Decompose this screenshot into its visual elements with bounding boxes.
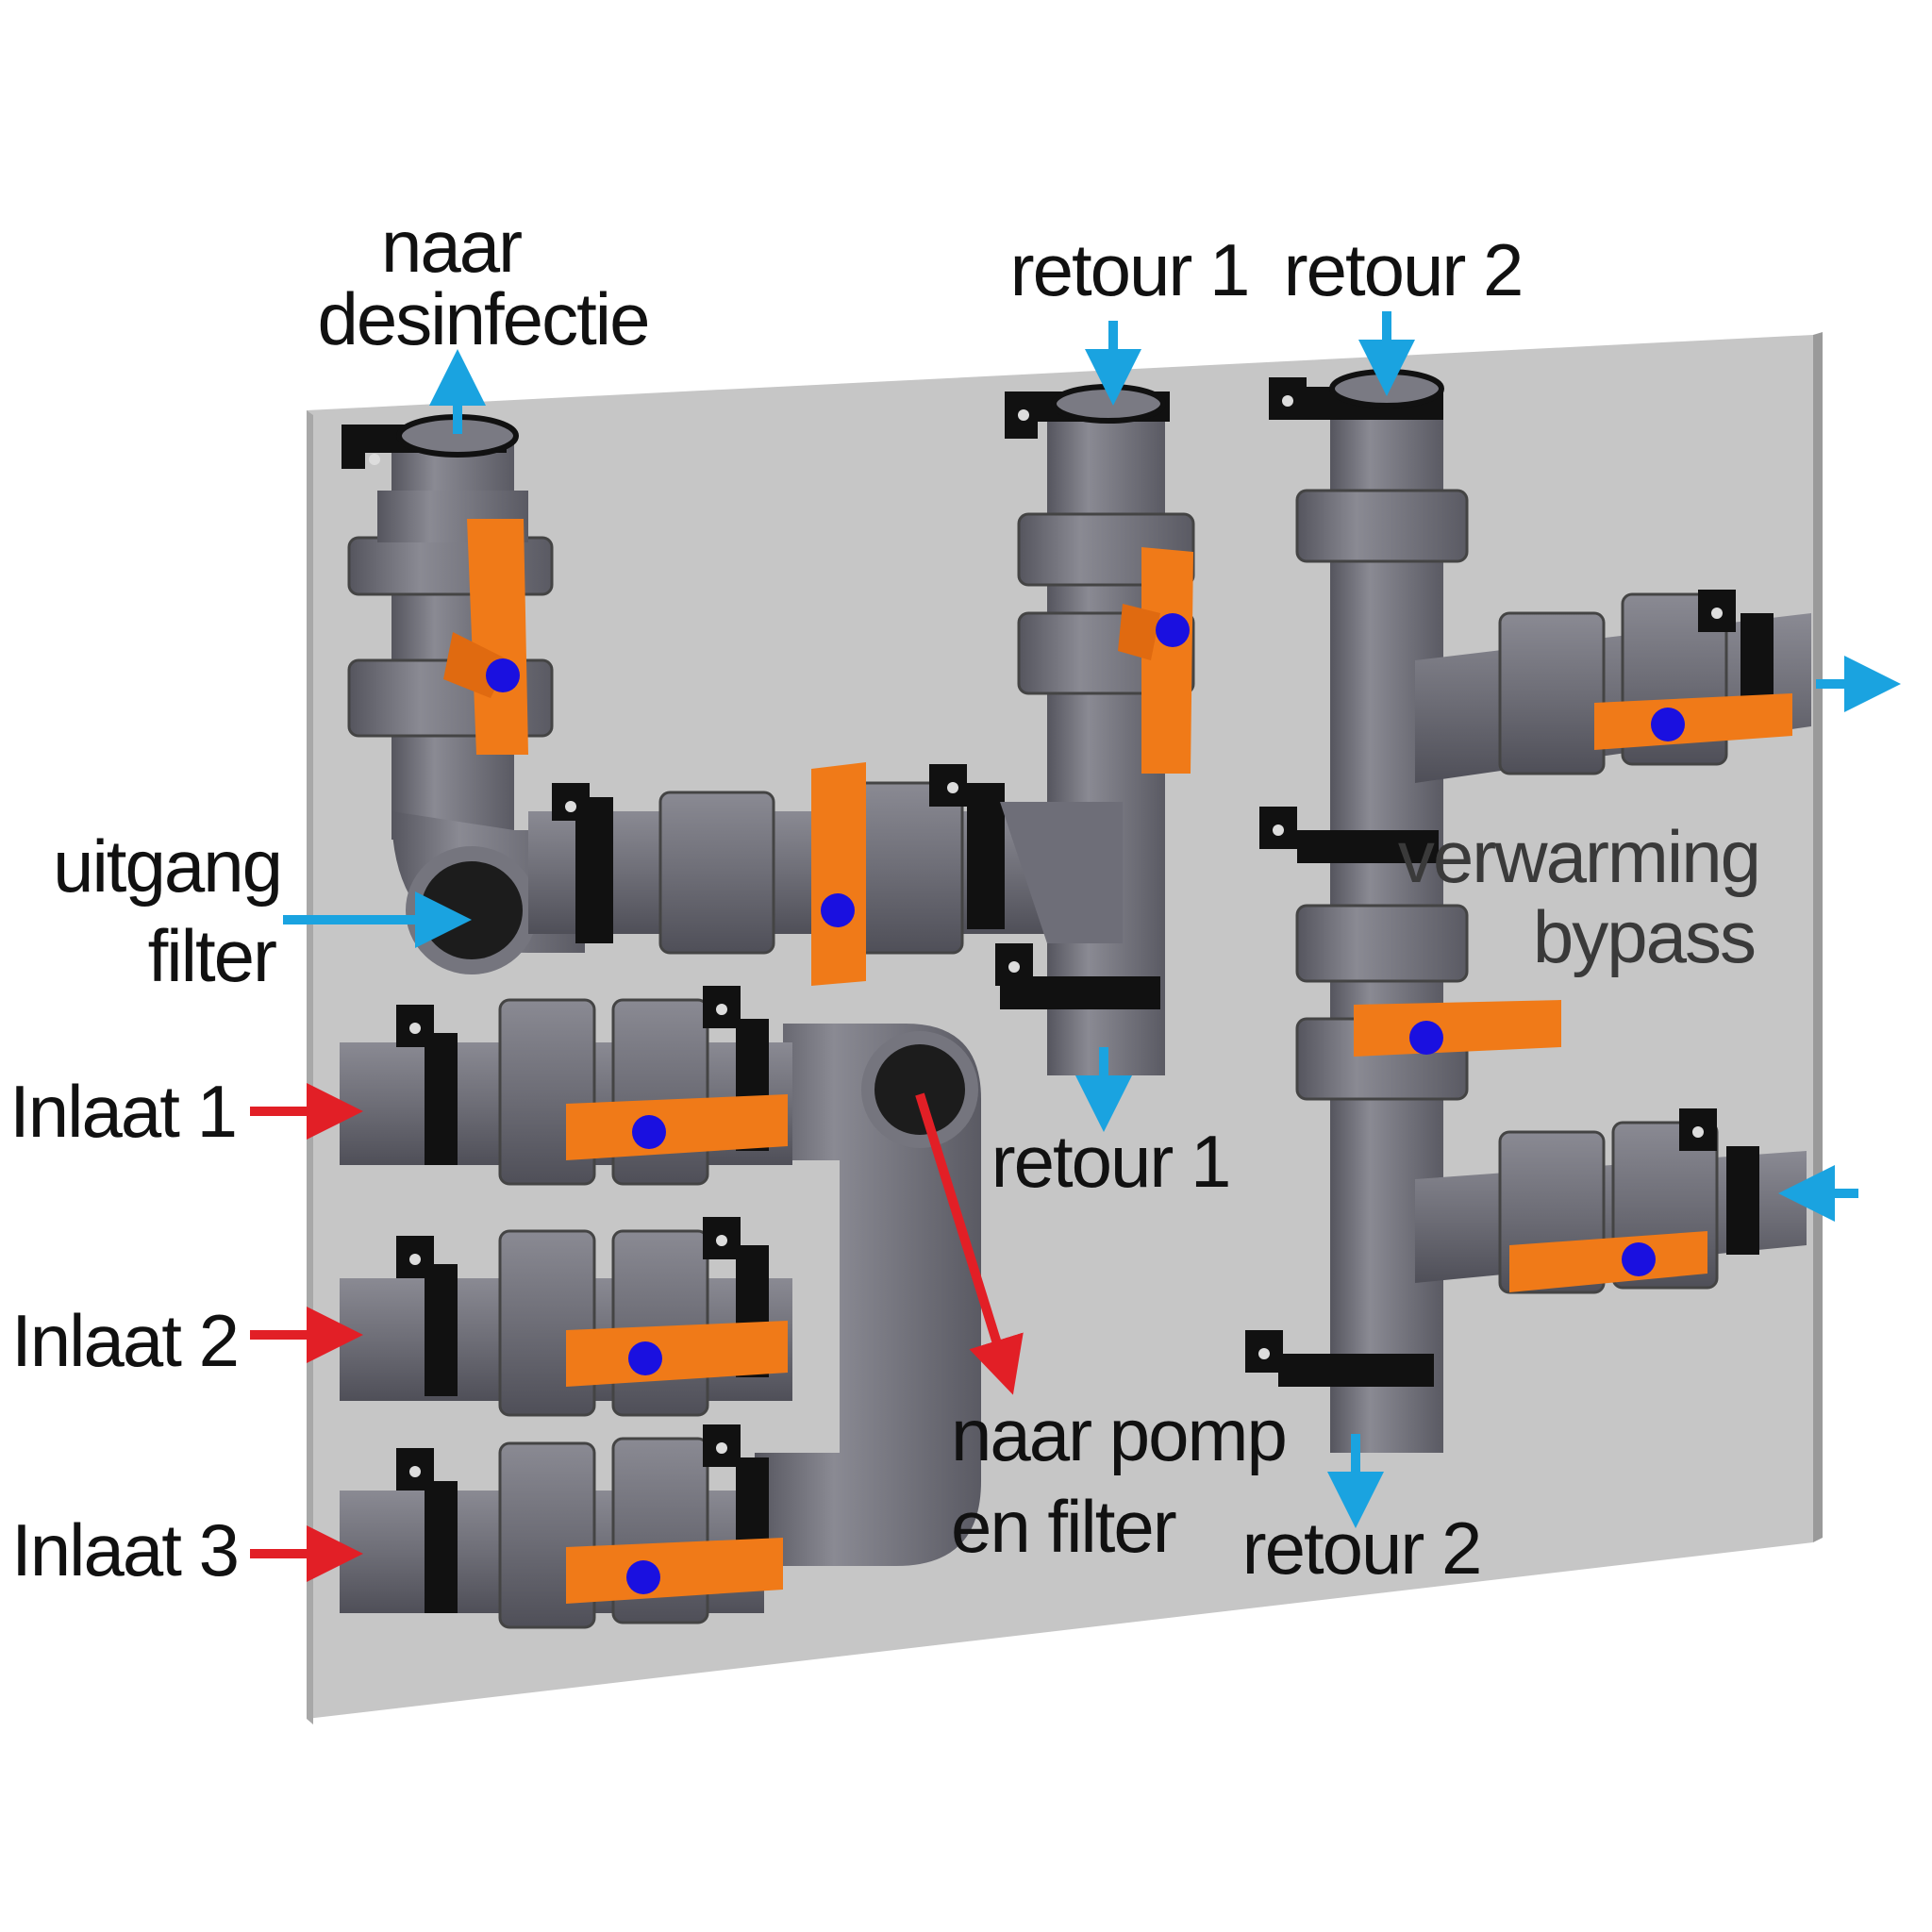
- label-retour1-bottom: retour 1: [991, 1120, 1230, 1203]
- valve-handle[interactable]: [566, 1538, 783, 1604]
- label-bypass: bypass: [1533, 895, 1755, 978]
- pipe-clamp: [1269, 369, 1444, 420]
- label-verwarming: verwarming: [1398, 815, 1759, 898]
- collector-pipe: [755, 1024, 981, 1566]
- valve-handle[interactable]: [1354, 1000, 1561, 1057]
- retour2-column: [1245, 369, 1561, 1453]
- pipe-clamp: [995, 943, 1160, 1009]
- inlet-valve-1: [340, 986, 792, 1186]
- inlet-valve-2: [340, 1217, 792, 1417]
- label-naar: naar: [381, 205, 522, 288]
- labels: naar desinfectie retour 1 retour 2 uitga…: [9, 205, 1761, 1591]
- valve-handle[interactable]: [1509, 1231, 1707, 1292]
- label-retour2-bottom: retour 2: [1242, 1507, 1481, 1590]
- label-desinfectie: desinfectie: [318, 277, 649, 360]
- arrow-naar-pomp: [915, 1092, 1024, 1395]
- label-inlaat-3: Inlaat 3: [11, 1508, 238, 1591]
- valve-handle[interactable]: [566, 1094, 788, 1160]
- label-retour2-top: retour 2: [1284, 228, 1523, 311]
- verwarming-inlet-branch: [1415, 1108, 1807, 1294]
- label-filter: filter: [148, 914, 276, 997]
- label-naar-pomp: naar pomp: [951, 1393, 1286, 1476]
- pipe-clamp: [341, 414, 519, 469]
- label-retour1-top: retour 1: [1010, 228, 1249, 311]
- filter-outlet-line: [528, 762, 1057, 986]
- valve-handle[interactable]: [566, 1321, 788, 1387]
- label-en-filter: en filter: [951, 1485, 1176, 1568]
- valve-handle[interactable]: [811, 762, 866, 986]
- valve-handle[interactable]: [1118, 547, 1193, 774]
- valve-handle[interactable]: [1594, 693, 1792, 750]
- label-uitgang: uitgang: [53, 824, 281, 908]
- label-inlaat-1: Inlaat 1: [9, 1070, 236, 1153]
- valve-handle[interactable]: [443, 519, 528, 755]
- flow-arrows: [250, 311, 1901, 1582]
- label-inlaat-2: Inlaat 2: [11, 1299, 238, 1382]
- pipe-clamp: [1245, 1330, 1434, 1387]
- inlet-valve-3: [340, 1424, 783, 1629]
- pipe-clamp: [1259, 807, 1439, 863]
- verwarming-outlet-branch: [1415, 590, 1811, 783]
